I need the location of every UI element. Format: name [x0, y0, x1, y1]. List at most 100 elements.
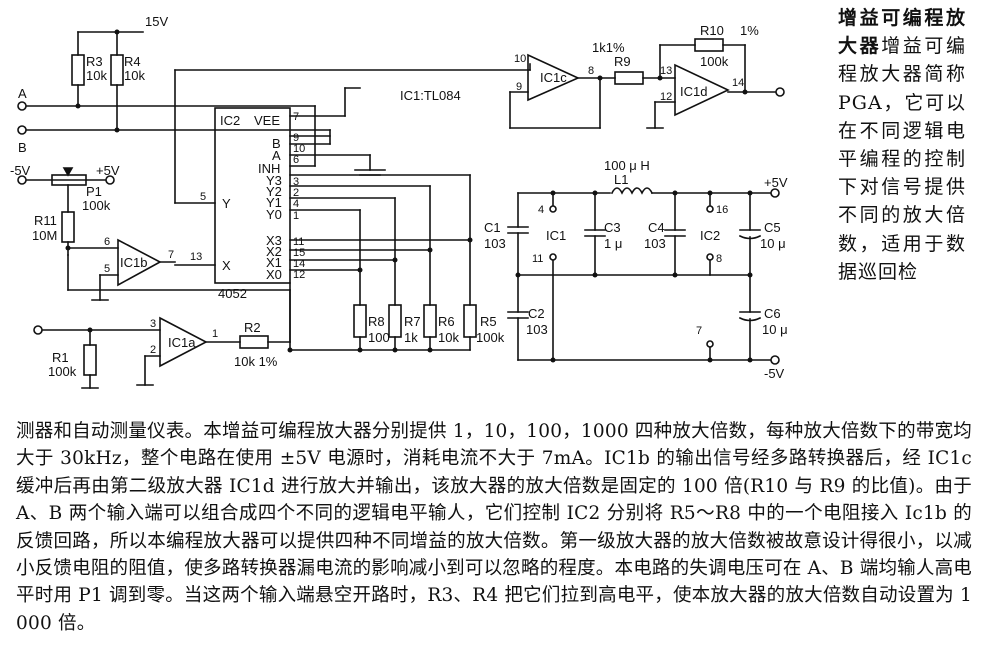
y0-label: Y0: [266, 207, 282, 222]
r11-label: R11: [34, 213, 57, 228]
y3-label: Y3: [266, 173, 282, 188]
ic1d-pin-14: 14: [732, 77, 744, 89]
pin-2: 2: [293, 187, 299, 199]
pin-10: 10: [293, 143, 305, 155]
pin-15: 15: [293, 247, 305, 259]
pin-6: 6: [293, 154, 299, 166]
ic1c-pin-9: 9: [516, 81, 522, 93]
r5-label: R5: [480, 314, 497, 329]
pin-y-label: Y: [222, 196, 231, 211]
c2-value: 103: [526, 322, 548, 337]
vee-label: VEE: [254, 113, 280, 128]
ic1b-label: IC1b: [120, 255, 147, 270]
pin-5: 5: [200, 191, 206, 203]
body-paragraph: 测器和自动测量仪表。本增益可编程放大器分别提供 1，10，100，1000 四种…: [16, 421, 972, 634]
side-paragraph: 增益可编程放大器简称PGA，它可以在不同逻辑电平编程的控制下对信号提供不同的放大…: [838, 35, 966, 283]
p1-value: 100k: [82, 198, 111, 213]
r1-label: R1: [52, 350, 69, 365]
neg5v-label: -5V: [10, 163, 31, 178]
l1-value: 100 μ H: [604, 158, 650, 173]
label-15v: 15V: [145, 14, 168, 29]
r8-value: 100: [368, 330, 390, 345]
supply-pin-8: 8: [716, 253, 722, 265]
p1-label: P1: [86, 184, 102, 199]
pin-1: 1: [293, 210, 299, 222]
ic1c-pin-8: 8: [588, 65, 594, 77]
r11-value: 10M: [32, 228, 57, 243]
r10-value: 100k: [700, 54, 729, 69]
ic1a-pin-2: 2: [150, 344, 156, 356]
l1-label: L1: [614, 172, 628, 187]
r1-value: 100k: [48, 364, 77, 379]
y1-label: Y1: [266, 195, 282, 210]
c4-value: 103: [644, 236, 666, 251]
supply-pin-4: 4: [538, 204, 544, 216]
pin-7: 7: [293, 111, 299, 123]
x3-label: X3: [266, 233, 282, 248]
r2-label: R2: [244, 320, 261, 335]
pin-14: 14: [293, 258, 305, 270]
ic1c-label: IC1c: [540, 70, 567, 85]
ic2-label: IC2: [220, 113, 240, 128]
c2-label: C2: [528, 306, 545, 321]
ic1b-pin-5: 5: [104, 263, 110, 275]
c1-label: C1: [484, 220, 501, 235]
ic1c-pin-10: 10: [514, 53, 526, 65]
ic1d-pin-13: 13: [660, 65, 672, 77]
pin-a-label: A: [272, 148, 281, 163]
pin-9: 9: [293, 132, 299, 144]
ic1a-pin-1: 1: [212, 328, 218, 340]
pos5v-label: +5V: [96, 163, 120, 178]
c6-label: C6: [764, 306, 781, 321]
c5-value: 10 μ: [760, 236, 786, 251]
pin-4: 4: [293, 198, 299, 210]
circuit-schematic: 15V A B R3 10k R4 10k -5V +5V P1 100k R1…: [10, 14, 788, 389]
y2-label: Y2: [266, 184, 282, 199]
c3-value: 1 μ: [604, 236, 622, 251]
ic2-supply-label: IC2: [700, 228, 720, 243]
r6-label: R6: [438, 314, 455, 329]
pin-13: 13: [190, 251, 202, 263]
pin-3: 3: [293, 176, 299, 188]
r7-label: R7: [404, 314, 421, 329]
x2-label: X2: [266, 244, 282, 259]
r4-value: 10k: [124, 68, 145, 83]
pin-b-label: B: [272, 136, 281, 151]
side-text: 增益可编程放大器增益可编程放大器简称PGA，它可以在不同逻辑电平编程的控制下对信…: [838, 4, 966, 286]
input-a-label: A: [18, 86, 27, 101]
vcc-pos-label: +5V: [764, 175, 788, 190]
r9-value: 1k1%: [592, 40, 625, 55]
r5-value: 100k: [476, 330, 505, 345]
ic1b-pin-7: 7: [168, 249, 174, 261]
ic1d-pin-12: 12: [660, 91, 672, 103]
r8-label: R8: [368, 314, 385, 329]
r10-tolerance: 1%: [740, 23, 759, 38]
r4-label: R4: [124, 54, 141, 69]
r9-label: R9: [614, 54, 631, 69]
ic1d-label: IC1d: [680, 84, 707, 99]
c6-value: 10 μ: [762, 322, 788, 337]
ic1a-pin-3: 3: [150, 318, 156, 330]
ic1a-label: IC1a: [168, 335, 196, 350]
r3-label: R3: [86, 54, 103, 69]
article-title: 增益可编程放大器: [838, 7, 966, 58]
r10-label: R10: [700, 23, 724, 38]
supply-pin-7: 7: [696, 325, 702, 337]
r3-value: 10k: [86, 68, 107, 83]
inh-label: INH: [258, 161, 280, 176]
ic2-part: 4052: [218, 286, 247, 301]
c4-label: C4: [648, 220, 665, 235]
pin-11: 11: [293, 236, 304, 248]
c1-value: 103: [484, 236, 506, 251]
vcc-neg-label: -5V: [764, 366, 785, 381]
c5-label: C5: [764, 220, 781, 235]
x1-label: X1: [266, 255, 282, 270]
r2-value: 10k 1%: [234, 354, 278, 369]
r6-value: 10k: [438, 330, 459, 345]
ic1-supply-label: IC1: [546, 228, 566, 243]
supply-pin-16: 16: [716, 204, 728, 216]
input-b-label: B: [18, 140, 27, 155]
pin-x-label: X: [222, 258, 231, 273]
supply-pin-11: 11: [532, 253, 543, 265]
x0-label: X0: [266, 267, 282, 282]
